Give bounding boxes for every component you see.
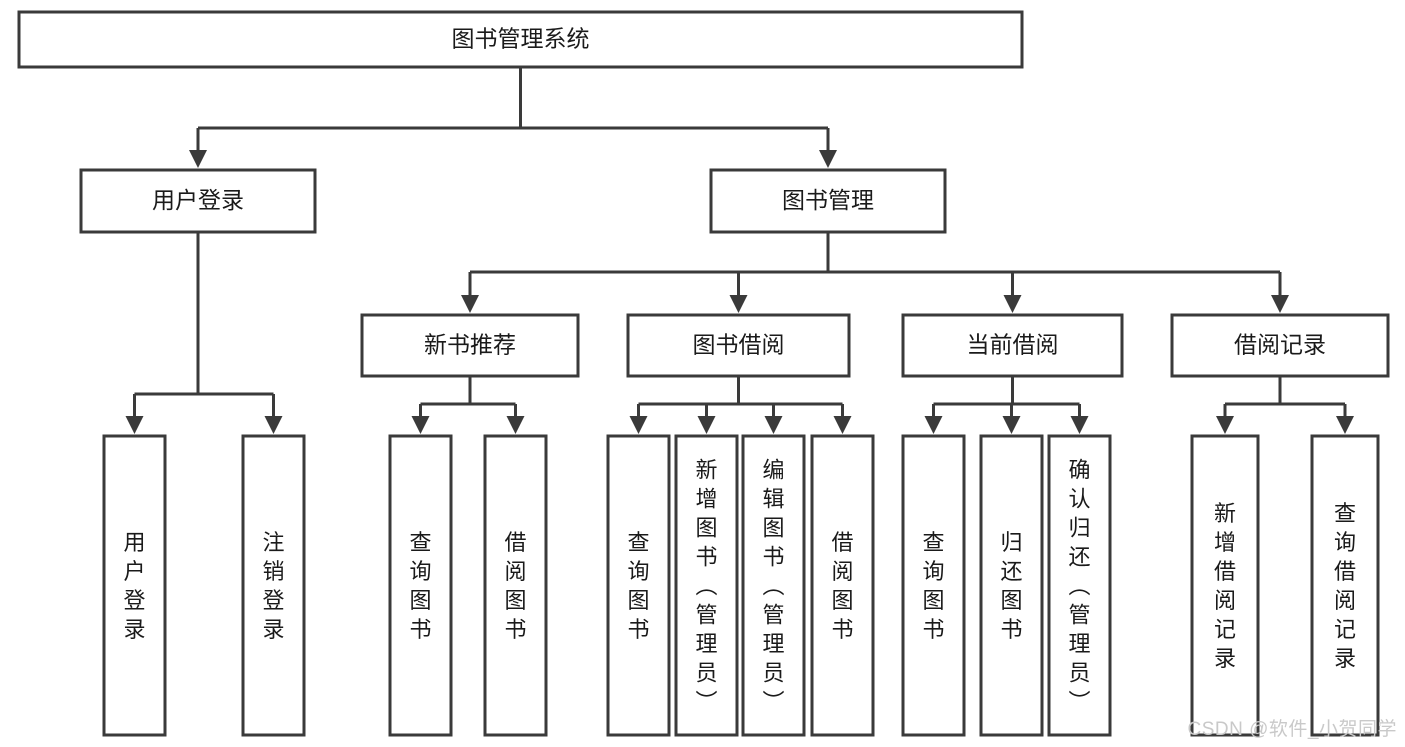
node-label-borrow-record: 借阅记录 <box>1234 332 1326 358</box>
node-label-leaf-add-book: 新增图书︵管理员︶ <box>695 458 717 715</box>
node-label-book-manage: 图书管理 <box>782 187 874 213</box>
node-leaf-query-book-rec[interactable]: 查询图书 <box>388 434 453 737</box>
node-borrow-record[interactable]: 借阅记录 <box>1170 313 1390 378</box>
connector-group-borrow-record-children <box>1216 376 1354 434</box>
node-root[interactable]: 图书管理系统 <box>17 10 1024 69</box>
node-leaf-user-login[interactable]: 用户登录 <box>102 434 167 737</box>
connector-layer <box>125 67 1354 434</box>
node-box-user-login <box>79 168 317 234</box>
connector-group-user-login-children <box>125 232 283 434</box>
node-box-leaf-user-logout <box>241 434 306 737</box>
node-leaf-borrow-book-bb[interactable]: 借阅图书 <box>810 434 875 737</box>
node-box-new-book-rec <box>360 313 580 378</box>
node-box-leaf-confirm-return <box>1047 434 1112 737</box>
node-label-leaf-query-book-cb: 查询图书 <box>922 530 944 642</box>
node-box-leaf-borrow-book-bb <box>810 434 875 737</box>
node-box-leaf-query-record <box>1310 434 1380 737</box>
node-box-book-manage <box>709 168 947 234</box>
node-new-book-rec[interactable]: 新书推荐 <box>360 313 580 378</box>
node-leaf-return-book[interactable]: 归还图书 <box>979 434 1044 737</box>
node-label-leaf-borrow-book-bb: 借阅图书 <box>831 530 853 642</box>
node-label-book-borrow: 图书借阅 <box>693 332 785 358</box>
node-box-leaf-return-book <box>979 434 1044 737</box>
node-leaf-user-logout[interactable]: 注销登录 <box>241 434 306 737</box>
node-box-leaf-edit-book <box>741 434 806 737</box>
node-label-leaf-borrow-book-rec: 借阅图书 <box>504 530 526 642</box>
node-box-leaf-borrow-book-rec <box>483 434 548 737</box>
node-leaf-edit-book[interactable]: 编辑图书︵管理员︶ <box>741 434 806 737</box>
node-label-current-borrow: 当前借阅 <box>967 332 1059 358</box>
node-box-root <box>17 10 1024 69</box>
node-user-login[interactable]: 用户登录 <box>79 168 317 234</box>
node-label-leaf-edit-book: 编辑图书︵管理员︶ <box>762 458 784 715</box>
node-current-borrow[interactable]: 当前借阅 <box>901 313 1124 378</box>
node-box-borrow-record <box>1170 313 1390 378</box>
connector-group-book-borrow-children <box>629 376 852 434</box>
node-label-leaf-query-book-bb: 查询图书 <box>627 530 649 642</box>
connector-group-current-borrow-children <box>924 376 1089 434</box>
node-label-leaf-query-book-rec: 查询图书 <box>409 530 431 642</box>
node-layer: 图书管理系统用户登录图书管理新书推荐图书借阅当前借阅借阅记录用户登录注销登录查询… <box>17 10 1390 737</box>
node-book-borrow[interactable]: 图书借阅 <box>626 313 851 378</box>
node-box-leaf-add-record <box>1190 434 1260 737</box>
node-box-leaf-add-book <box>674 434 739 737</box>
node-box-leaf-query-book-bb <box>606 434 671 737</box>
node-label-new-book-rec: 新书推荐 <box>424 332 516 358</box>
node-label-leaf-query-record: 查询借阅记录 <box>1334 501 1356 671</box>
node-leaf-query-record[interactable]: 查询借阅记录 <box>1310 434 1380 737</box>
watermark-label: CSDN @软件_小贺同学 <box>1187 719 1397 740</box>
node-box-leaf-query-book-rec <box>388 434 453 737</box>
connector-group-book-manage-children <box>461 232 1289 313</box>
connector-group-new-book-rec-children <box>411 376 525 434</box>
node-label-leaf-user-logout: 注销登录 <box>262 530 284 642</box>
node-leaf-confirm-return[interactable]: 确认归还︵管理员︶ <box>1047 434 1112 737</box>
node-leaf-add-book[interactable]: 新增图书︵管理员︶ <box>674 434 739 737</box>
node-box-book-borrow <box>626 313 851 378</box>
node-leaf-borrow-book-rec[interactable]: 借阅图书 <box>483 434 548 737</box>
node-label-leaf-return-book: 归还图书 <box>1000 530 1022 642</box>
node-box-current-borrow <box>901 313 1124 378</box>
node-box-leaf-query-book-cb <box>901 434 966 737</box>
connector-group-root-children <box>189 67 837 168</box>
node-label-leaf-user-login: 用户登录 <box>123 530 145 642</box>
node-label-user-login: 用户登录 <box>152 187 244 213</box>
node-box-leaf-user-login <box>102 434 167 737</box>
node-label-leaf-add-record: 新增借阅记录 <box>1214 501 1236 671</box>
node-book-manage[interactable]: 图书管理 <box>709 168 947 234</box>
node-leaf-query-book-bb[interactable]: 查询图书 <box>606 434 671 737</box>
node-leaf-add-record[interactable]: 新增借阅记录 <box>1190 434 1260 737</box>
node-label-leaf-confirm-return: 确认归还︵管理员︶ <box>1068 458 1090 715</box>
node-leaf-query-book-cb[interactable]: 查询图书 <box>901 434 966 737</box>
node-label-root: 图书管理系统 <box>452 26 590 52</box>
